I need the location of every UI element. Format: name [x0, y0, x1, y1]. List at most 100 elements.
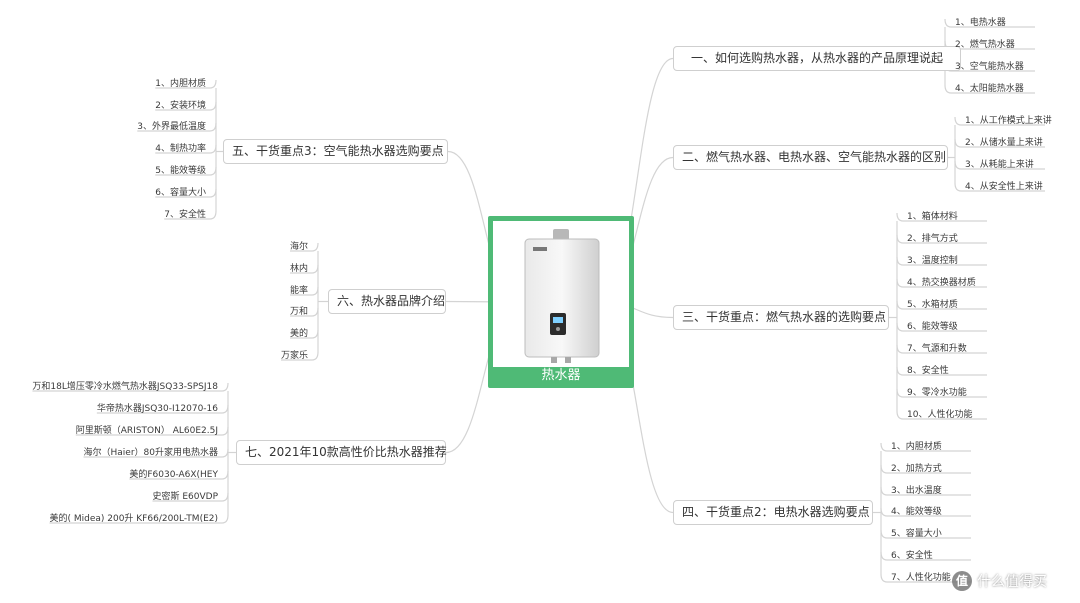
leaf-7-4[interactable]: 海尔（Haier）80升家用电热水器: [6, 446, 218, 460]
leaf-text: 3、空气能热水器: [955, 62, 1024, 72]
connector-leaf: [289, 242, 319, 252]
watermark: 值 什么值得买: [952, 570, 1047, 592]
branch-7-recommendations[interactable]: 七、2021年10款高性价比热水器推荐: [236, 440, 447, 465]
leaf-text: 史密斯 E60VDP: [152, 492, 218, 502]
leaf-7-2[interactable]: 华帝热水器JSQ30-I12070-16: [6, 402, 218, 416]
connector-leaf: [954, 160, 1045, 170]
leaf-text: 万和18L增压零冷水燃气热水器JSQ33-SPSJ18: [32, 382, 218, 392]
connector-leaf: [49, 514, 229, 524]
leaf-text: 7、安全性: [164, 210, 206, 220]
leaf-5-4[interactable]: 4、制热功率: [60, 142, 206, 156]
leaf-4-7[interactable]: 7、人性化功能: [891, 571, 951, 585]
leaf-7-6[interactable]: 史密斯 E60VDP: [6, 490, 218, 504]
connector-leaf: [880, 464, 971, 474]
leaf-4-3[interactable]: 3、出水温度: [891, 484, 942, 498]
leaf-3-2[interactable]: 2、排气方式: [907, 232, 958, 246]
leaf-4-1[interactable]: 1、内胆材质: [891, 440, 942, 454]
leaf-4-4[interactable]: 4、能效等级: [891, 505, 942, 519]
connector-leaf: [896, 256, 987, 266]
connector-leaf: [289, 286, 319, 296]
connector-leaf: [944, 84, 1035, 94]
connector-leaf: [96, 404, 229, 414]
leaf-text: 2、燃气热水器: [955, 40, 1015, 50]
central-topic-label: 热水器: [541, 368, 581, 383]
connector-leaf: [896, 388, 987, 398]
branch-5-air-source-heater-tips[interactable]: 五、干货重点3：空气能热水器选购要点: [223, 139, 448, 164]
leaf-text: 3、出水温度: [891, 486, 942, 496]
leaf-text: 1、电热水器: [955, 18, 1006, 28]
leaf-7-5[interactable]: 美的F6030-A6X(HEY: [6, 468, 218, 482]
leaf-text: 4、制热功率: [155, 144, 206, 154]
leaf-1-2[interactable]: 2、燃气热水器: [955, 38, 1015, 52]
leaf-3-5[interactable]: 5、水箱材质: [907, 298, 958, 312]
branch-1-principles[interactable]: 一、如何选购热水器，从热水器的产品原理说起: [673, 46, 961, 71]
leaf-6-1[interactable]: 海尔: [240, 240, 308, 254]
leaf-5-1[interactable]: 1、内胆材质: [60, 77, 206, 91]
leaf-text: 2、安装环境: [155, 101, 206, 111]
leaf-1-3[interactable]: 3、空气能热水器: [955, 60, 1024, 74]
leaf-3-9[interactable]: 9、零冷水功能: [907, 386, 967, 400]
leaf-3-10[interactable]: 10、人性化功能: [907, 408, 972, 422]
leaf-3-6[interactable]: 6、能效等级: [907, 320, 958, 334]
leaf-text: 林内: [289, 264, 308, 274]
leaf-4-6[interactable]: 6、安全性: [891, 549, 933, 563]
connector-leaf: [954, 138, 1045, 148]
leaf-1-1[interactable]: 1、电热水器: [955, 16, 1006, 30]
leaf-5-3[interactable]: 3、外界最低温度: [60, 120, 206, 134]
leaf-text: 2、排气方式: [907, 234, 958, 244]
leaf-7-3[interactable]: 阿里斯顿（ARISTON） AL60E2.5J: [6, 424, 218, 438]
branch-6-brands[interactable]: 六、热水器品牌介绍: [328, 289, 446, 314]
leaf-text: 8、安全性: [907, 366, 949, 376]
leaf-3-7[interactable]: 7、气源和升数: [907, 342, 967, 356]
connector-leaf: [152, 492, 229, 502]
branch-label: 七、2021年10款高性价比热水器推荐: [245, 445, 447, 459]
connector-leaf: [289, 307, 319, 317]
leaf-2-3[interactable]: 3、从耗能上来讲: [965, 158, 1034, 172]
branch-4-electric-heater-tips[interactable]: 四、干货重点2：电热水器选购要点: [673, 500, 873, 525]
leaf-6-2[interactable]: 林内: [240, 262, 308, 276]
leaf-5-7[interactable]: 7、安全性: [60, 208, 206, 222]
leaf-4-2[interactable]: 2、加热方式: [891, 462, 942, 476]
leaf-2-2[interactable]: 2、从储水量上来讲: [965, 136, 1043, 150]
leaf-text: 6、容量大小: [155, 188, 206, 198]
leaf-4-5[interactable]: 5、容量大小: [891, 527, 942, 541]
leaf-text: 4、太阳能热水器: [955, 84, 1024, 94]
leaf-6-6[interactable]: 万家乐: [240, 349, 308, 363]
leaf-3-8[interactable]: 8、安全性: [907, 364, 949, 378]
leaf-text: 海尔（Haier）80升家用电热水器: [83, 448, 218, 458]
leaf-6-3[interactable]: 能率: [240, 284, 308, 298]
connector-leaf: [954, 116, 1045, 126]
leaf-text: 3、温度控制: [907, 256, 958, 266]
leaf-1-4[interactable]: 4、太阳能热水器: [955, 82, 1024, 96]
leaf-5-2[interactable]: 2、安装环境: [60, 99, 206, 113]
connector-leaf: [155, 101, 217, 111]
leaf-text: 10、人性化功能: [907, 410, 973, 420]
connector-leaf: [155, 188, 217, 198]
leaf-text: 美的: [289, 329, 308, 339]
branch-label: 六、热水器品牌介绍: [337, 294, 446, 308]
leaf-3-1[interactable]: 1、箱体材料: [907, 210, 958, 224]
connector-leaf: [880, 551, 971, 561]
branch-2-differences[interactable]: 二、燃气热水器、电热水器、空气能热水器的区别: [673, 145, 948, 170]
leaf-6-5[interactable]: 美的: [240, 327, 308, 341]
connector-leaf: [896, 278, 987, 288]
leaf-2-4[interactable]: 4、从安全性上来讲: [965, 180, 1043, 194]
connector-leaf: [289, 264, 319, 274]
leaf-2-1[interactable]: 1、从工作模式上来讲: [965, 114, 1052, 128]
connector-leaf: [896, 322, 987, 332]
leaf-7-7[interactable]: 美的( Midea) 200升 KF66/200L-TM(E2): [6, 512, 218, 526]
branch-3-gas-heater-tips[interactable]: 三、干货重点：燃气热水器的选购要点: [673, 305, 889, 330]
leaf-text: 海尔: [289, 242, 308, 252]
connector-leaf: [896, 300, 987, 310]
connector-leaf: [75, 426, 229, 436]
leaf-3-3[interactable]: 3、温度控制: [907, 254, 958, 268]
leaf-text: 6、能效等级: [907, 322, 958, 332]
leaf-3-4[interactable]: 4、热交换器材质: [907, 276, 976, 290]
leaf-7-1[interactable]: 万和18L增压零冷水燃气热水器JSQ33-SPSJ18: [6, 380, 218, 394]
leaf-6-4[interactable]: 万和: [240, 305, 308, 319]
leaf-5-5[interactable]: 5、能效等级: [60, 164, 206, 178]
branch-label: 一、如何选购热水器，从热水器的产品原理说起: [690, 51, 943, 65]
leaf-text: 5、容量大小: [891, 529, 942, 539]
central-topic[interactable]: 热水器: [488, 216, 634, 388]
leaf-5-6[interactable]: 6、容量大小: [60, 186, 206, 200]
